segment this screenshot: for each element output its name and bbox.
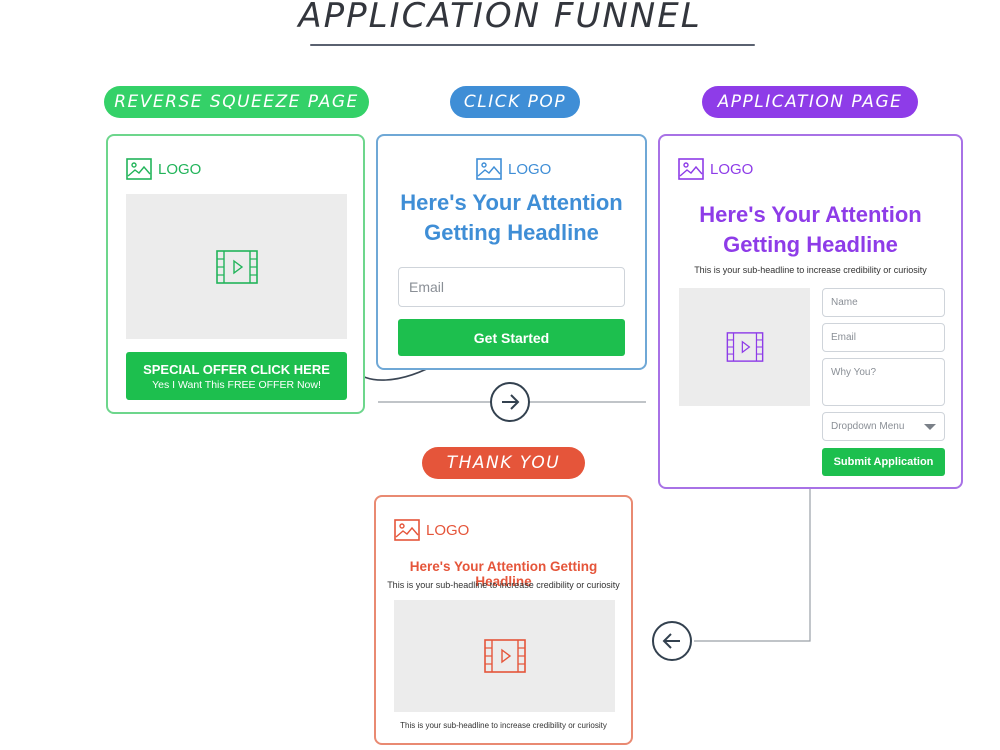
special-offer-button[interactable]: SPECIAL OFFER CLICK HERE Yes I Want This… (126, 352, 347, 400)
thank-you-footer-text: This is your sub-headline to increase cr… (400, 721, 607, 730)
video-icon (215, 249, 258, 284)
application-headline: Here's Your Attention Getting Headline (699, 202, 922, 257)
thank-you-subheadline: This is your sub-headline to increase cr… (387, 580, 620, 590)
logo: LOGO (126, 158, 201, 180)
image-icon (678, 158, 704, 180)
logo: LOGO (476, 158, 551, 180)
logo: LOGO (678, 158, 753, 180)
arrow-right-icon (502, 394, 520, 410)
logo: LOGO (394, 519, 469, 541)
application-page-card: LOGO Here's Your Attention Getting Headl… (658, 134, 963, 489)
video-icon (483, 639, 526, 673)
arrow-left-icon (662, 633, 680, 649)
logo-text: LOGO (508, 160, 552, 178)
image-icon (394, 519, 420, 541)
email-field[interactable]: Email (822, 323, 945, 352)
submit-application-button[interactable]: Submit Application (822, 448, 945, 476)
click-pop-card: LOGO Here's Your Attention Getting Headl… (376, 134, 647, 370)
dropdown-label: Dropdown Menu (831, 421, 905, 432)
email-input[interactable]: Email (398, 267, 625, 307)
logo-text: LOGO (426, 521, 470, 539)
image-icon (476, 158, 502, 180)
return-connector (694, 488, 811, 642)
stage-label-thank-you: THANK YOU (422, 447, 585, 479)
button-line-1: SPECIAL OFFER CLICK HERE (143, 361, 330, 377)
stage-label-reverse-squeeze: REVERSE SQUEEZE PAGE (104, 86, 369, 118)
thank-you-headline: Here's Your Attention Getting Headline (409, 559, 598, 589)
click-pop-headline: Here's Your Attention Getting Headline (400, 190, 623, 245)
stage-label-click-pop: CLICK POP (450, 86, 580, 118)
application-subheadline: This is your sub-headline to increase cr… (694, 265, 927, 275)
diagram-title: APPLICATION FUNNEL (298, 0, 702, 36)
reverse-squeeze-card: LOGO SPECIAL OFFER CLICK HERE Yes I Want… (106, 134, 365, 414)
stage-label-application-page: APPLICATION PAGE (702, 86, 918, 118)
image-icon (126, 158, 152, 180)
logo-text: LOGO (158, 160, 202, 178)
next-arrow-button[interactable] (490, 382, 530, 422)
video-placeholder[interactable] (126, 194, 347, 339)
video-placeholder[interactable] (394, 600, 615, 712)
thank-you-card: LOGO Here's Your Attention Getting Headl… (374, 495, 633, 745)
get-started-button[interactable]: Get Started (398, 319, 625, 356)
why-you-field[interactable]: Why You? (822, 358, 945, 406)
logo-text: LOGO (710, 160, 754, 178)
name-field[interactable]: Name (822, 288, 945, 317)
title-underline (310, 44, 755, 46)
dropdown-menu[interactable]: Dropdown Menu (822, 412, 945, 441)
video-placeholder[interactable] (679, 288, 810, 406)
back-arrow-button[interactable] (652, 621, 692, 661)
button-line-2: Yes I Want This FREE OFFER Now! (152, 378, 321, 391)
chevron-down-icon (924, 423, 936, 430)
video-icon (726, 332, 763, 362)
